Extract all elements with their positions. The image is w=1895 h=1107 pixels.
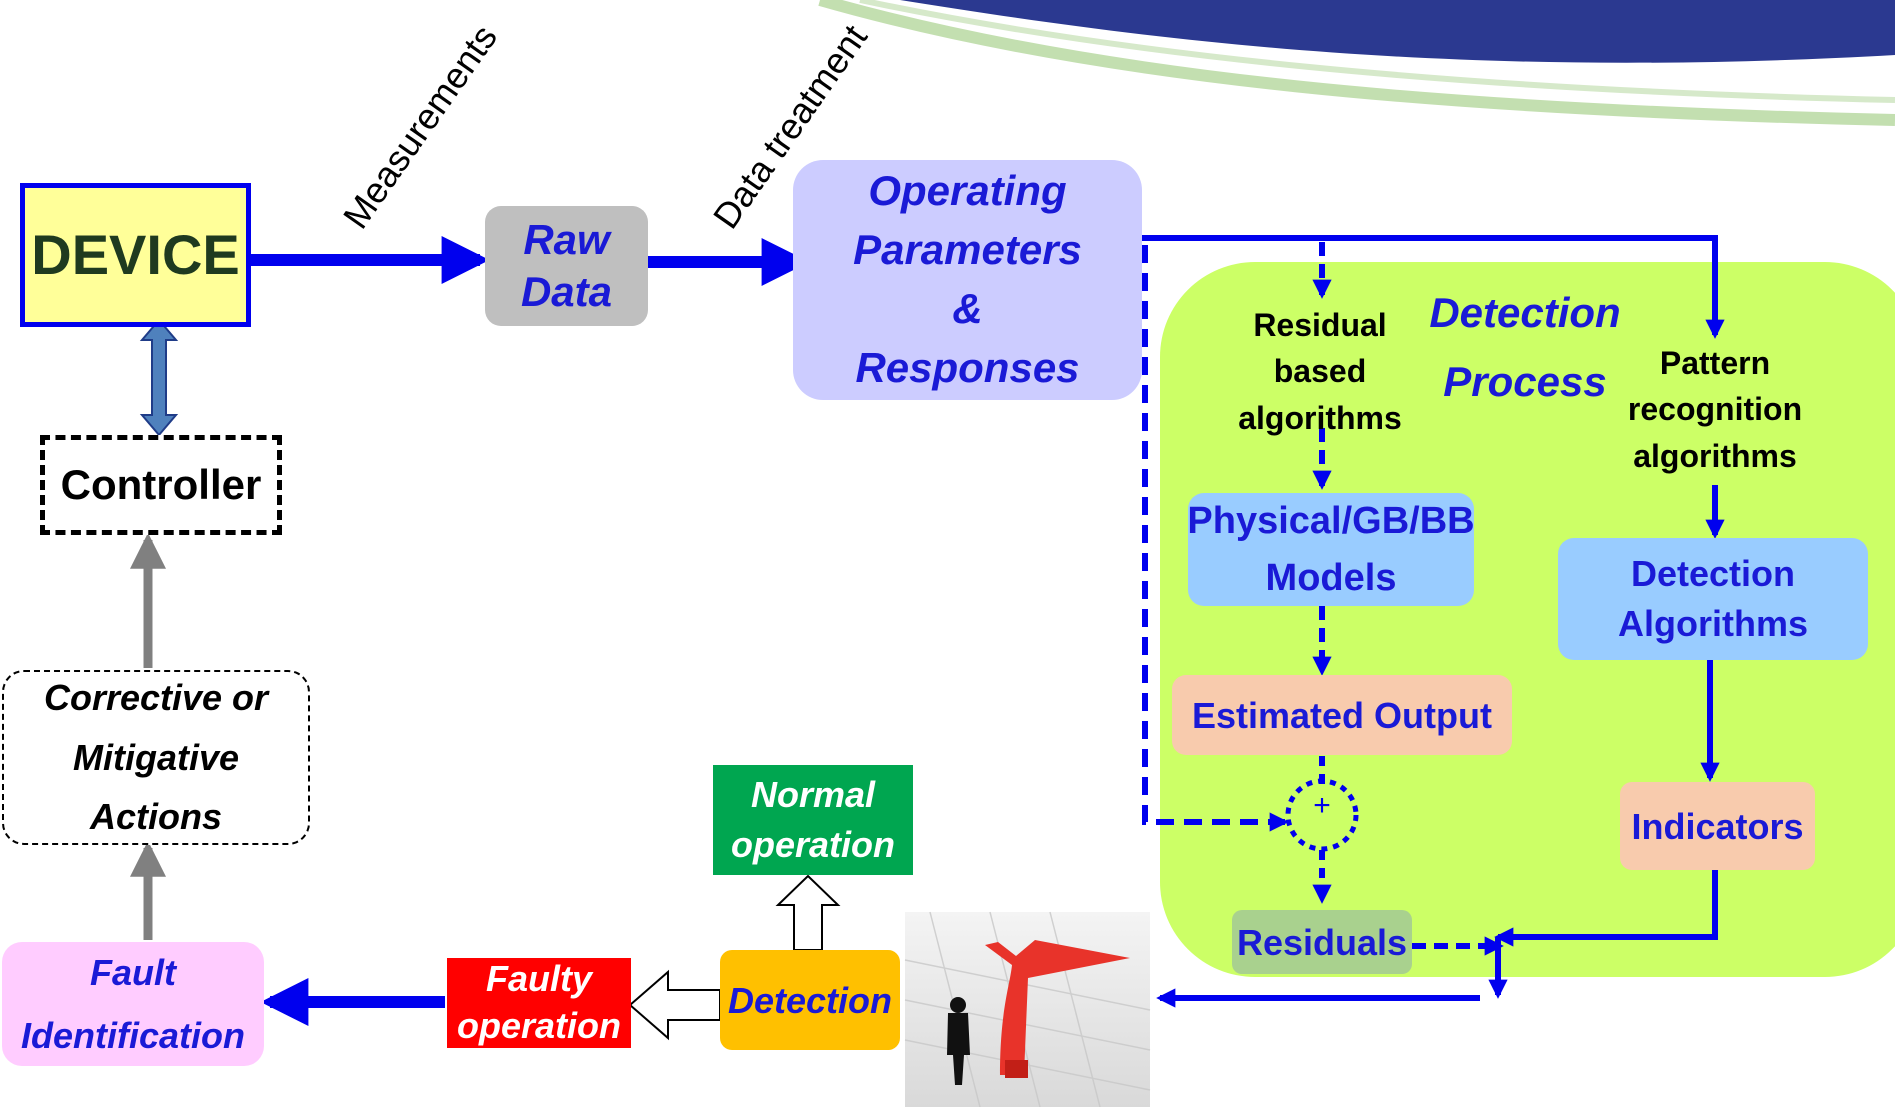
pattern-line2: recognition	[1627, 391, 1803, 428]
operating-line4: Responses	[855, 343, 1080, 391]
controller-box: Controller	[40, 435, 282, 535]
pattern-recognition-algorithms-label: Pattern recognition algorithms	[1605, 340, 1825, 479]
operating-to-summing-dashed	[1142, 245, 1289, 832]
controller-label: Controller	[60, 460, 262, 508]
detection-label: Detection	[727, 979, 893, 1021]
fault-identification-line2: Identification	[21, 1015, 245, 1056]
residuals-label: Residuals	[1236, 921, 1408, 963]
faulty-operation-box: Faulty operation	[447, 958, 631, 1048]
residuals-box: Residuals	[1232, 910, 1412, 974]
models-line2: Models	[1265, 556, 1397, 599]
detection-box: Detection	[720, 950, 900, 1050]
estimated-output-label: Estimated Output	[1191, 694, 1492, 736]
operating-to-pattern-line	[1142, 235, 1725, 339]
detection-algorithms-box: Detection Algorithms	[1558, 538, 1868, 660]
corrective-line3: Actions	[89, 796, 222, 838]
faulty-operation-line1: Faulty	[485, 958, 592, 1000]
normal-operation-hollow-arrow	[775, 874, 841, 951]
normal-operation-line2: operation	[730, 824, 895, 865]
device-label: DEVICE	[31, 223, 240, 286]
indicators-label: Indicators	[1631, 805, 1804, 847]
detection-algorithms-line2: Algorithms	[1617, 603, 1808, 644]
device-box: DEVICE	[20, 183, 251, 327]
detection-process-title: Detection Process	[1410, 278, 1640, 417]
pattern-line3: algorithms	[1633, 437, 1797, 474]
summing-junction	[1285, 778, 1359, 852]
residual-based-algorithms-label: Residual based algorithms	[1215, 302, 1425, 441]
models-line1: Physical/GB/BB	[1187, 499, 1475, 542]
raw-data-box: Raw Data	[485, 206, 648, 326]
corrective-line2: Mitigative	[72, 736, 240, 778]
residual-line1: Residual	[1253, 307, 1387, 343]
operating-line2: Parameters	[853, 226, 1082, 274]
estimated-output-box: Estimated Output	[1172, 675, 1512, 755]
faulty-operation-line2: operation	[456, 1005, 621, 1046]
corrective-actions-box: Corrective or Mitigative Actions	[2, 670, 310, 845]
faulty-operation-hollow-arrow	[628, 969, 721, 1041]
indicators-to-merge-line	[1494, 870, 1718, 947]
detection-process-title-line1: Detection	[1429, 289, 1621, 336]
header-banner-decoration	[818, 0, 1895, 126]
operating-line3: &	[952, 285, 983, 332]
raw-data-line2: Data	[520, 268, 613, 315]
detection-process-title-line2: Process	[1443, 358, 1607, 406]
summing-plus-symbol: +	[1313, 789, 1331, 822]
normal-operation-box: Normal operation	[713, 765, 913, 875]
residual-line3: algorithms	[1238, 399, 1402, 436]
pattern-line1: Pattern	[1659, 345, 1771, 381]
indicators-box: Indicators	[1620, 782, 1815, 870]
operating-line1: Operating	[868, 167, 1067, 215]
detection-algorithms-line1: Detection	[1630, 552, 1796, 594]
residual-line2: based	[1273, 353, 1367, 390]
operating-parameters-box: Operating Parameters & Responses	[793, 160, 1142, 400]
fault-identification-line1: Fault	[90, 952, 176, 993]
device-controller-double-arrow	[139, 318, 179, 437]
normal-operation-line1: Normal	[750, 773, 876, 815]
corrective-line1: Corrective or	[43, 677, 269, 719]
crossroads-person-image	[904, 911, 1151, 1107]
raw-data-line1: Raw	[523, 215, 610, 263]
fault-identification-box: Fault Identification	[2, 942, 264, 1066]
models-box: Physical/GB/BB Models	[1187, 493, 1475, 606]
